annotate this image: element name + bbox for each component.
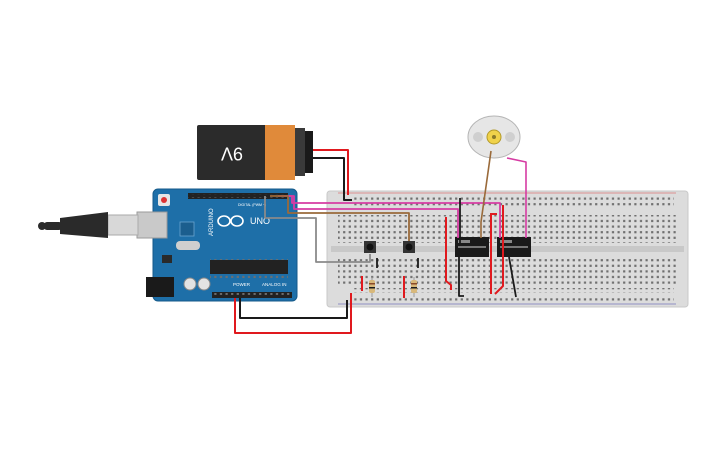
relay-1[interactable]: [455, 237, 489, 257]
wire-arduino-5v-red: [234, 293, 352, 334]
wire-relay-red-1: [445, 217, 452, 290]
microcontroller-chip: [210, 260, 288, 274]
wire-battery-black: [313, 157, 352, 201]
arduino-uno-board[interactable]: UNO ARDUINO POWER ANALOG IN DIGITAL (PWM…: [136, 188, 298, 302]
wire-motor-pink: [506, 157, 527, 238]
digital-label: DIGITAL (PWM ~): [238, 203, 266, 207]
relay-2[interactable]: [497, 237, 531, 257]
analog-label: ANALOG IN: [262, 282, 287, 287]
wire-relay-red-3: [494, 205, 504, 295]
wire-arduino-gnd-black: [239, 298, 348, 319]
dc-jack: [146, 277, 174, 297]
wire-relay-black-3: [508, 256, 517, 298]
battery-label: 9V: [221, 143, 243, 163]
power-label: POWER: [233, 282, 251, 287]
wires: [234, 149, 527, 334]
resistor-2[interactable]: [411, 277, 417, 297]
usb-cable[interactable]: [38, 212, 139, 238]
wire-battery-red: [313, 149, 349, 195]
board-model-label: UNO: [250, 216, 270, 226]
arduino-logo-icon: [217, 215, 244, 227]
wire-pin-brown: [270, 195, 410, 241]
battery-9v[interactable]: 9V: [197, 125, 313, 180]
resistor-1[interactable]: [369, 277, 375, 297]
pushbutton-1[interactable]: [364, 241, 376, 253]
wire-motor-brown: [480, 150, 492, 238]
wire-pin-gray: [264, 196, 371, 263]
wire-pin-pink-2: [284, 195, 459, 238]
wire-relay-black-2: [458, 257, 464, 297]
board-brand-label: ARDUINO: [209, 208, 215, 236]
usb-port: [136, 211, 168, 239]
dc-motor[interactable]: [467, 115, 521, 159]
pushbutton-2[interactable]: [403, 241, 415, 253]
